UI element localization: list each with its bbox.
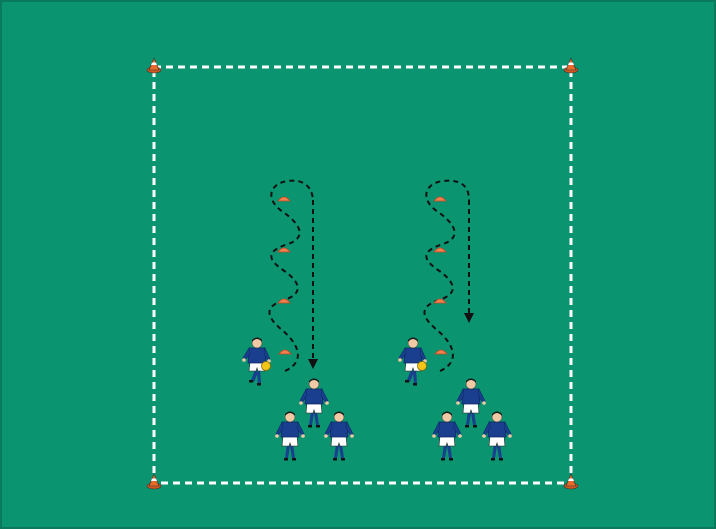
- ball-icon: [418, 362, 427, 371]
- ball-icon: [262, 362, 271, 371]
